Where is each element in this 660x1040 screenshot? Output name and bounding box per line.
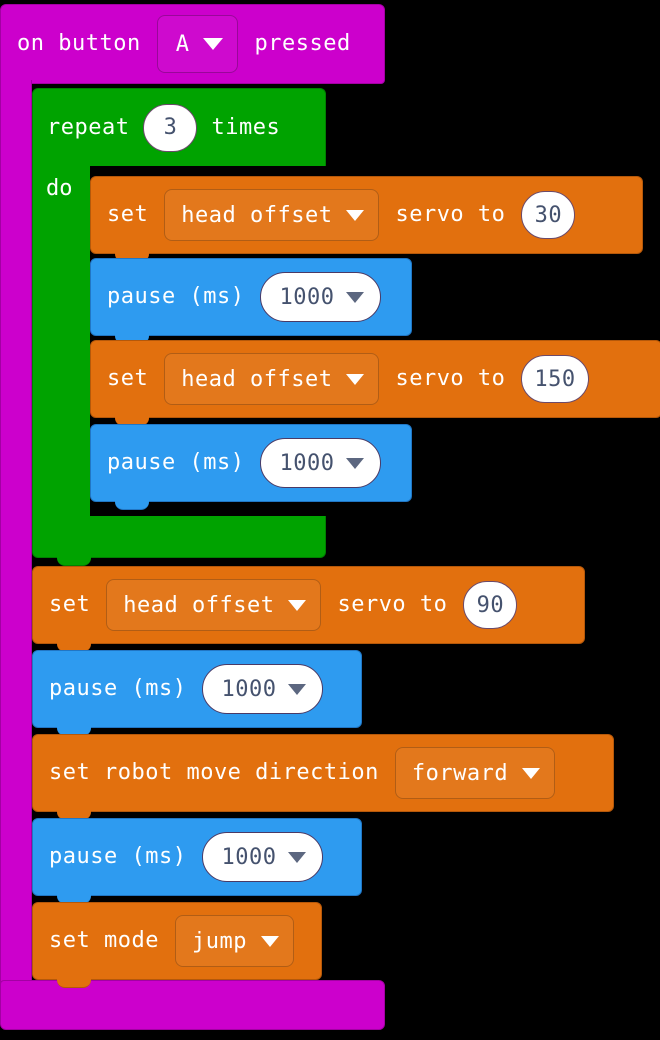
servo-target-dropdown[interactable]: head offset — [106, 579, 322, 631]
pause-duration-value: 1000 — [221, 844, 277, 870]
servo-angle-input[interactable]: 90 — [463, 581, 518, 629]
loop-block-repeat-times[interactable]: repeat 3 times — [32, 88, 326, 166]
chevron-down-icon — [260, 935, 279, 947]
set-mode-label: set mode — [49, 928, 159, 953]
loop-bottom-tab — [57, 556, 91, 566]
loop-prefix-label: repeat — [47, 114, 130, 140]
servo-to-label: servo to — [337, 592, 448, 617]
servo-target-value: head offset — [181, 366, 333, 392]
servo-to-label: servo to — [395, 202, 506, 227]
pause-label: pause (ms) — [107, 284, 245, 309]
servo-angle-input[interactable]: 30 — [521, 191, 576, 239]
move-direction-dropdown[interactable]: forward — [394, 747, 556, 799]
mode-value: jump — [191, 928, 247, 954]
event-suffix-label: pressed — [254, 31, 351, 56]
move-direction-value: forward — [411, 760, 509, 786]
mode-dropdown[interactable]: jump — [174, 915, 294, 967]
chevron-down-icon — [288, 683, 307, 695]
block-bottom-tab — [57, 978, 91, 988]
loop-count-input[interactable]: 3 — [143, 103, 198, 152]
block-pause-2[interactable]: pause (ms) 1000 — [90, 424, 412, 510]
pause-label: pause (ms) — [107, 450, 245, 475]
event-body-spine — [0, 80, 32, 985]
chevron-down-icon — [346, 291, 365, 303]
loop-body-spine — [32, 166, 90, 516]
button-select-dropdown[interactable]: A — [156, 15, 239, 73]
block-set-robot-move-direction[interactable]: set robot move direction forward — [32, 734, 614, 820]
pause-duration-value: 1000 — [279, 284, 335, 310]
pause-duration-value: 1000 — [221, 676, 277, 702]
block-pause-1[interactable]: pause (ms) 1000 — [90, 258, 412, 344]
chevron-down-icon — [288, 599, 307, 611]
pause-duration-dropdown[interactable]: 1000 — [260, 438, 382, 488]
event-block-on-button-pressed[interactable]: on button A pressed — [0, 4, 385, 84]
block-set-head-offset-servo-3[interactable]: set head offset servo to 90 — [32, 566, 585, 652]
block-set-head-offset-servo-2[interactable]: set head offset servo to 150 — [90, 340, 660, 426]
pause-duration-dropdown[interactable]: 1000 — [260, 272, 382, 322]
block-set-head-offset-servo-1[interactable]: set head offset servo to 30 — [90, 176, 643, 262]
set-prefix-label: set — [107, 202, 149, 227]
button-select-value: A — [175, 31, 190, 57]
set-prefix-label: set — [107, 366, 149, 391]
servo-target-dropdown[interactable]: head offset — [164, 353, 380, 405]
servo-angle-input[interactable]: 150 — [521, 355, 589, 403]
loop-unit-label: times — [211, 114, 281, 140]
move-direction-label: set robot move direction — [49, 760, 379, 785]
pause-label: pause (ms) — [49, 676, 187, 701]
event-block-footer — [0, 980, 385, 1030]
servo-target-value: head offset — [181, 202, 333, 228]
pause-duration-dropdown[interactable]: 1000 — [202, 664, 324, 714]
block-pause-4[interactable]: pause (ms) 1000 — [32, 818, 362, 904]
block-pause-3[interactable]: pause (ms) 1000 — [32, 650, 362, 736]
servo-target-value: head offset — [123, 592, 275, 618]
loop-block-footer — [32, 516, 326, 566]
event-prefix-label: on button — [17, 31, 141, 56]
chevron-down-icon — [203, 38, 224, 50]
chevron-down-icon — [346, 209, 365, 221]
loop-do-label: do — [46, 176, 73, 201]
pause-duration-value: 1000 — [279, 450, 335, 476]
chevron-down-icon — [288, 851, 307, 863]
chevron-down-icon — [346, 373, 365, 385]
pause-label: pause (ms) — [49, 844, 187, 869]
pause-duration-dropdown[interactable]: 1000 — [202, 832, 324, 882]
block-bottom-tab — [115, 500, 149, 510]
servo-to-label: servo to — [395, 366, 506, 391]
servo-target-dropdown[interactable]: head offset — [164, 189, 380, 241]
set-prefix-label: set — [49, 592, 91, 617]
chevron-down-icon — [522, 767, 541, 779]
chevron-down-icon — [346, 457, 365, 469]
block-set-mode[interactable]: set mode jump — [32, 902, 322, 988]
